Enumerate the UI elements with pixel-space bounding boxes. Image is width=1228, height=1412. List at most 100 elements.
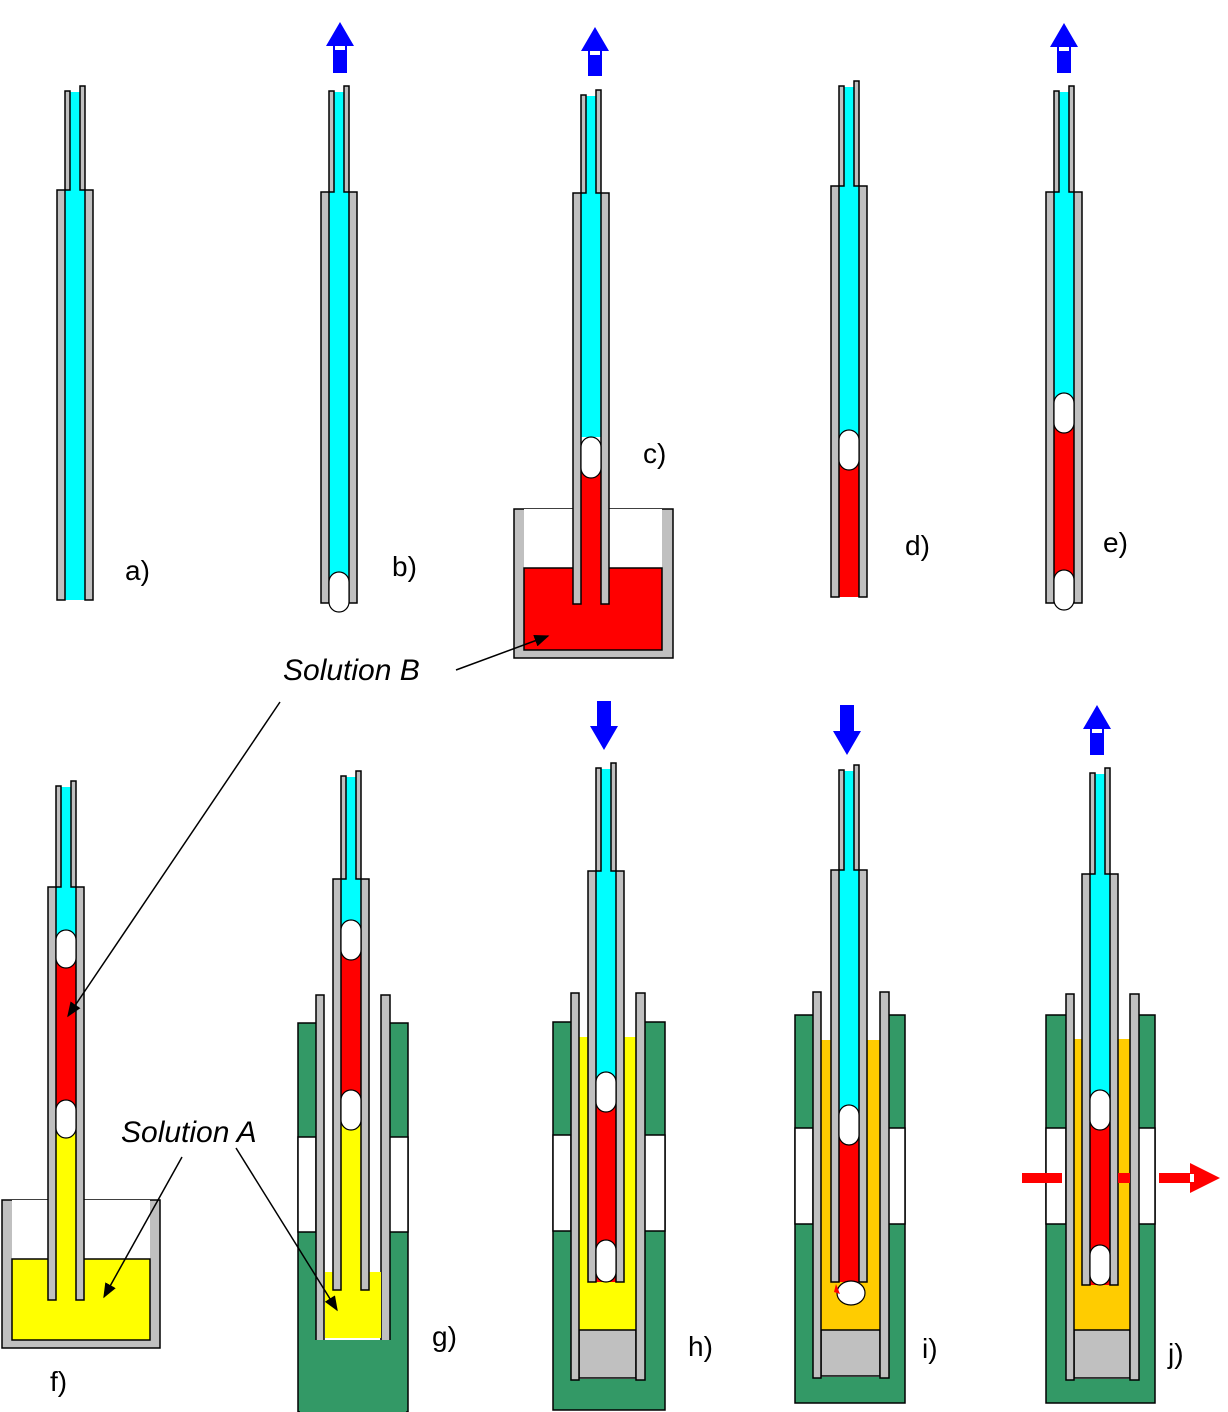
air-bubble (340, 919, 362, 961)
solution-a-pointer-g (235, 1147, 338, 1312)
bottom-plug (578, 1329, 637, 1379)
down-arrow-icon (833, 705, 861, 755)
air-bubble (580, 436, 602, 479)
arrow-notch (590, 51, 600, 55)
tube-wall (360, 878, 370, 1291)
tube-wall (56, 189, 66, 601)
capillary-fill (1090, 874, 1110, 1110)
housing-window (1137, 1127, 1156, 1225)
flow-arrow-through (1118, 1173, 1130, 1183)
capillary-fill (65, 190, 85, 600)
air-bubble (1089, 1244, 1111, 1286)
arrow-notch (1059, 47, 1069, 51)
housing-window (552, 1134, 572, 1232)
air-bubble (1053, 569, 1075, 611)
outer-tube-wall (570, 992, 580, 1381)
panel-label-i: i) (922, 1333, 938, 1364)
outer-tube-wall (812, 991, 822, 1379)
outer-tube-wall (879, 991, 890, 1379)
tube-wall (1109, 873, 1119, 1286)
tube-wall (1081, 873, 1091, 1286)
arrow-notch (335, 46, 345, 50)
capillary-wall (340, 775, 347, 880)
tube-wall (75, 886, 85, 1301)
air-bubble (328, 571, 350, 613)
solution-b-label: Solution B (283, 654, 420, 687)
tube-wall (572, 192, 582, 605)
panel-label-e: e) (1103, 527, 1128, 558)
tube-wall (600, 192, 610, 605)
capillary-wall (595, 89, 602, 194)
capillary-fill (839, 186, 859, 440)
outer-tube-wall (1065, 993, 1075, 1381)
capillary-fill (586, 96, 596, 193)
housing-window (794, 1127, 814, 1225)
air-bubble (595, 1239, 617, 1283)
panel-label-h: h) (688, 1331, 713, 1362)
capillary-fill (596, 871, 616, 1090)
capillary-fill (341, 1110, 361, 1290)
panel-label-a: a) (125, 555, 150, 586)
housing-window (887, 1127, 906, 1225)
air-bubble (55, 1099, 77, 1139)
outer-tube-wall (635, 992, 646, 1381)
solution-b-pointer-f (67, 701, 281, 1018)
capillary-fill (839, 440, 859, 597)
capillary-fill (341, 940, 361, 1110)
tube-wall (47, 886, 57, 1301)
solution-a-pointer-f (103, 1156, 183, 1299)
green-housing (300, 1340, 406, 1412)
flow-arrow-in (1022, 1173, 1062, 1183)
tube-wall (858, 185, 868, 598)
outer-tube-wall (315, 994, 325, 1384)
housing-window (388, 1136, 409, 1233)
capillary-wall (853, 764, 860, 871)
panel-label-g: g) (432, 1321, 457, 1352)
capillary-fill (329, 192, 349, 603)
air-bubble (838, 429, 860, 471)
capillary-fill (1054, 192, 1074, 410)
tube-wall (858, 869, 868, 1283)
capillary-wall (838, 769, 845, 871)
panel-label-j: j) (1167, 1338, 1184, 1369)
capillary-wall (838, 85, 845, 187)
capillary-wall (595, 767, 602, 872)
air-bubble (595, 1071, 617, 1113)
capillary-wall (1104, 767, 1111, 875)
capillary-fill (844, 771, 854, 870)
capillary-wall (1068, 85, 1075, 193)
capillary-wall (610, 762, 617, 872)
housing-window (643, 1134, 666, 1232)
air-bubble (836, 1280, 866, 1306)
air-bubble (1089, 1089, 1111, 1131)
solution-a-label: Solution A (121, 1116, 257, 1149)
panel-label-f: f) (50, 1366, 67, 1397)
air-bubble (340, 1089, 362, 1131)
housing-window (297, 1136, 317, 1233)
capillary-fill (61, 787, 71, 887)
capillary-fill (839, 1125, 859, 1282)
capillary-fill (844, 87, 854, 186)
panel-label-b: b) (392, 551, 417, 582)
tube-wall (830, 869, 840, 1283)
tube-wall (1045, 191, 1055, 604)
solution-b-drop (834, 1284, 840, 1294)
air-bubble (1053, 392, 1075, 434)
capillary-fill (1095, 774, 1105, 874)
tube-wall (320, 191, 330, 604)
panel-label-c: c) (643, 438, 666, 469)
capillary-wall (55, 785, 62, 888)
capillary-fill (334, 92, 344, 192)
tube-wall (615, 870, 625, 1283)
air-bubble (838, 1104, 860, 1146)
flow-arrow-out-icon (1159, 1163, 1220, 1193)
bottom-plug (1073, 1329, 1131, 1379)
capillary-fill (581, 470, 601, 604)
capillary-wall (355, 770, 362, 880)
capillary-wall (328, 90, 335, 193)
tube-wall (830, 185, 840, 598)
capillary-wall (64, 90, 71, 191)
capillary-wall (343, 85, 350, 193)
capillary-wall (1089, 772, 1096, 875)
